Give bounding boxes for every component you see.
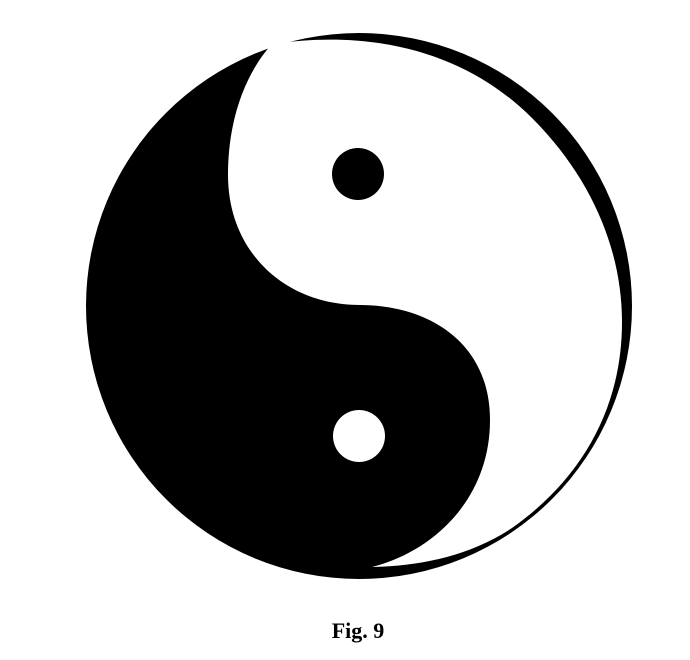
light-dot (333, 410, 385, 462)
dark-dot (332, 148, 384, 200)
light-half (228, 39, 622, 567)
figure-area (86, 33, 632, 579)
yin-yang-symbol (86, 33, 632, 579)
figure-caption: Fig. 9 (331, 618, 385, 643)
